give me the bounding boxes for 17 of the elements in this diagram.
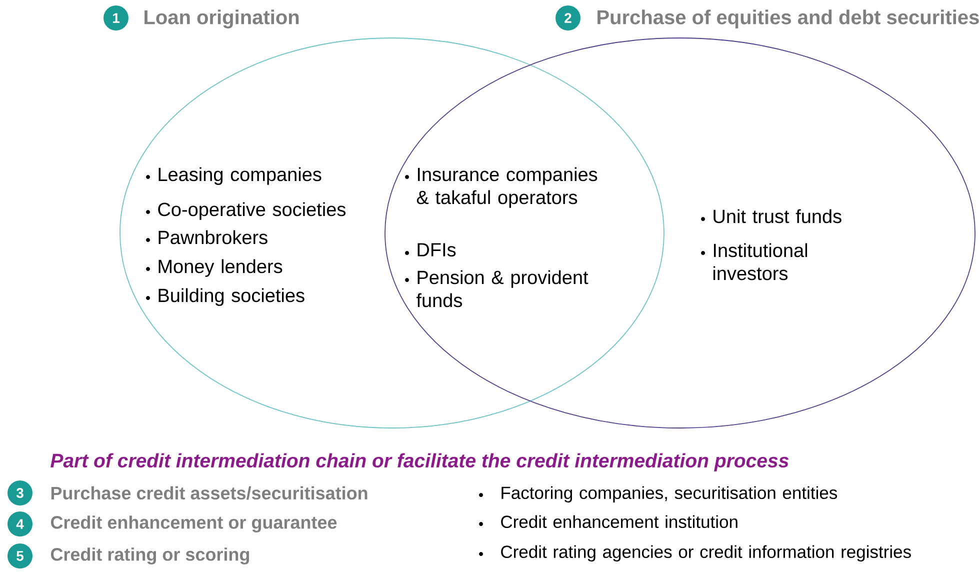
heading: Credit rating or scoring	[50, 548, 249, 564]
number-badge: 5	[6, 542, 34, 570]
section-heading: Part of credit intermediation chain or facilitate the credit intermediation process	[50, 453, 789, 472]
heading: Purchase credit assets/securitisation	[51, 486, 368, 500]
list-item: Pension & provident funds	[405, 270, 588, 308]
list-item: Credit enhancement institution	[479, 515, 738, 528]
list-item: Factoring companies, securitisation entities	[479, 486, 838, 503]
number-badge: 1	[102, 4, 130, 32]
number-badge: 3	[6, 480, 34, 506]
list-item: Credit rating agencies or credit information registries	[479, 545, 911, 562]
heading: Loan origination	[144, 10, 299, 28]
number-badge: 4	[6, 510, 34, 538]
heading: Purchase of equities and debt securities	[598, 10, 979, 28]
number-badge: 2	[554, 4, 582, 32]
list-item: Insurance companies & takaful operators	[405, 167, 598, 208]
list-item: DFIs	[405, 243, 456, 256]
heading: Credit enhancement or guarantee	[50, 516, 337, 532]
